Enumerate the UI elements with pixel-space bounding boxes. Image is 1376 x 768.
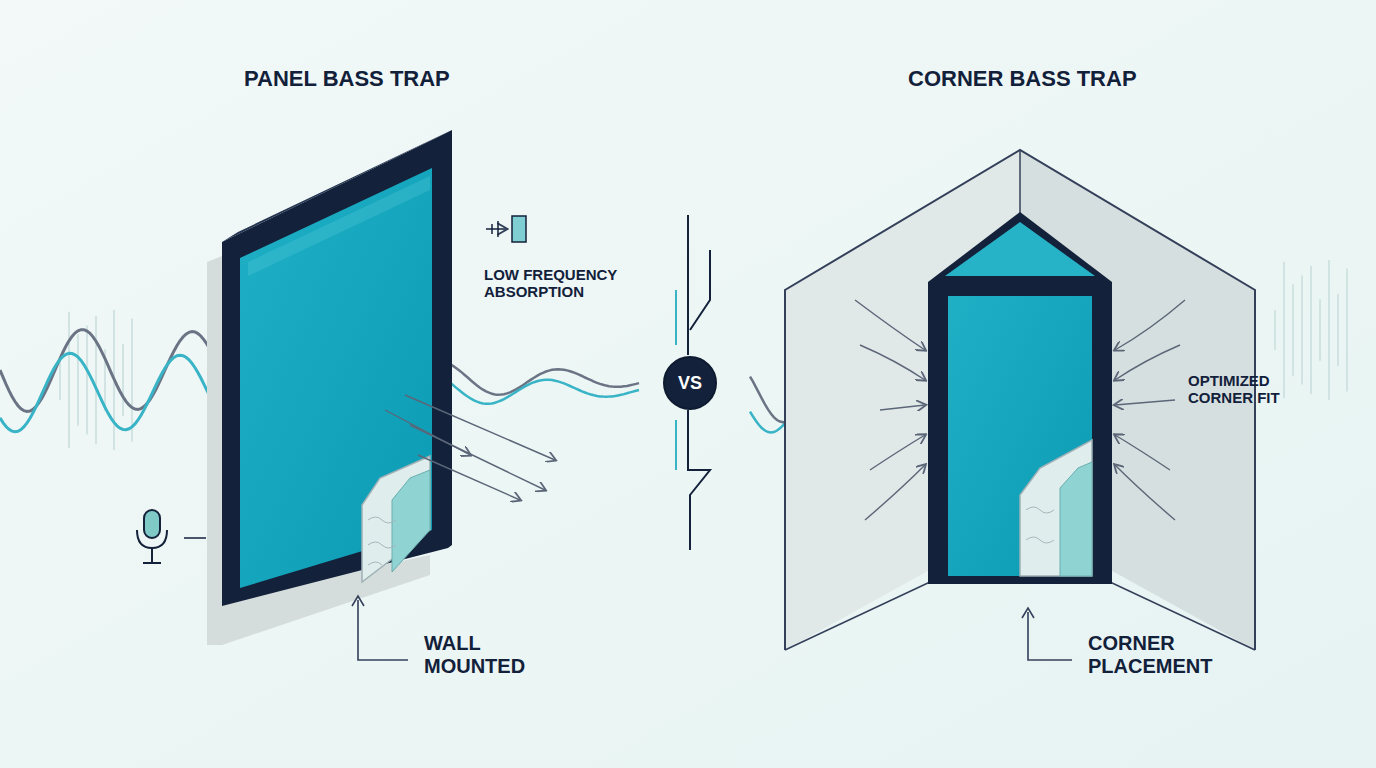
corner-title: CORNER BASS TRAP bbox=[908, 66, 1168, 91]
vs-text: VS bbox=[678, 373, 702, 394]
feature-label: OPTIMIZED CORNER FIT bbox=[1188, 372, 1308, 407]
feature-label: LOW FREQUENCY ABSORPTION bbox=[484, 266, 634, 301]
panel-title: PANEL BASS TRAP bbox=[244, 66, 504, 91]
vs-badge: VS bbox=[663, 356, 717, 410]
placement-label: CORNER PLACEMENT bbox=[1088, 632, 1228, 678]
placement-label: WALL MOUNTED bbox=[424, 632, 544, 678]
